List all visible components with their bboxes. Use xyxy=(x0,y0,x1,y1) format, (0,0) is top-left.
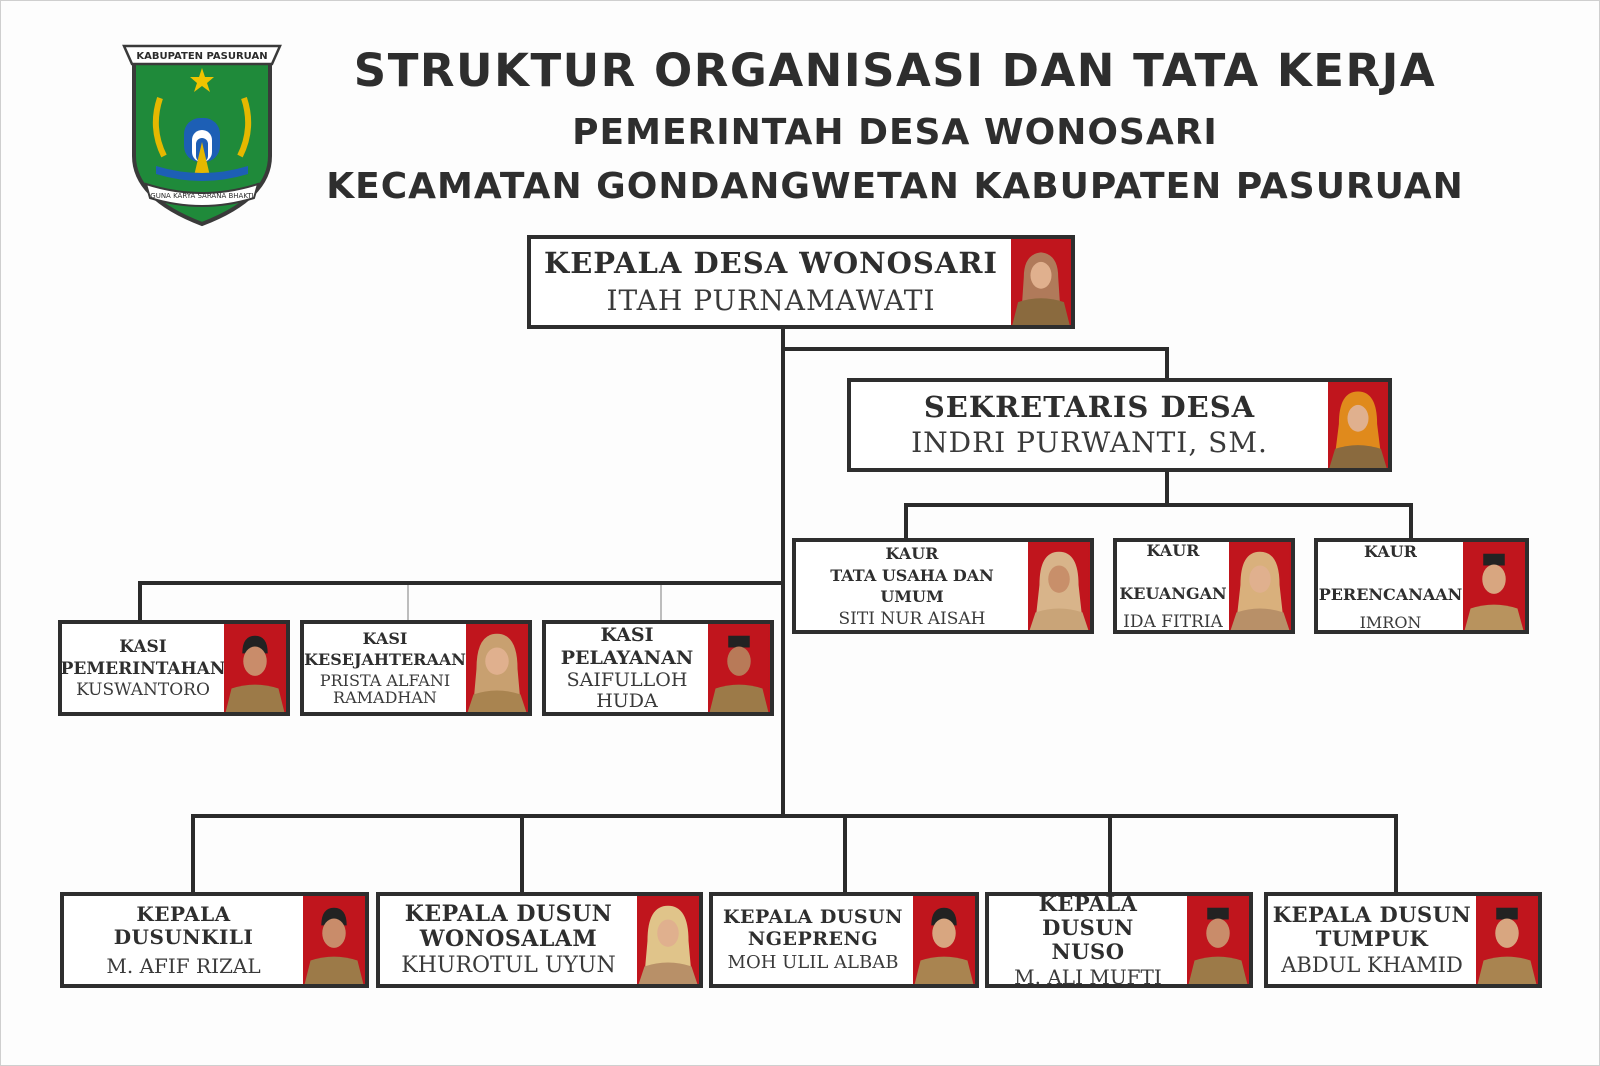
connector-kaur-1 xyxy=(904,503,908,541)
kasi-name-3: SAIFULLOH HUDA xyxy=(566,669,688,713)
kepala-dusun-name-2: KHUROTUL UYUN xyxy=(401,953,616,979)
kaur-name-3: IMRON xyxy=(1359,612,1422,632)
page-subtitle-district: KECAMATAN GONDANGWETAN KABUPATEN PASURUA… xyxy=(326,166,1464,207)
connector-to-sekretaris-v xyxy=(1165,347,1169,381)
kepala-dusun-card-2: KEPALA DUSUN WONOSALAM KHUROTUL UYUN xyxy=(376,892,703,988)
kepala-dusun-name-4: M. ALI MUFTI xyxy=(1014,965,1162,990)
kepala-desa-card: KEPALA DESA WONOSARI ITAH PURNAMAWATI xyxy=(527,235,1075,329)
kasi-name-1: KUSWANTORO xyxy=(76,680,210,701)
kepala-dusun-card-4: KEPALA DUSUN NUSO M. ALI MUFTI xyxy=(985,890,1253,990)
kaur-card-1: KAUR TATA USAHA DAN UMUM SITI NUR AISAH xyxy=(792,538,1094,634)
connector-kaur-3 xyxy=(1409,503,1413,541)
kepala-dusun-card-1: KEPALA DUSUNKILI M. AFIF RIZAL xyxy=(60,892,369,988)
kasi-role-3: KASI PELAYANAN xyxy=(560,623,694,669)
kepala-dusun-photo-4 xyxy=(1187,896,1249,984)
kepala-dusun-role-3: KEPALA DUSUN NGEPRENG xyxy=(722,906,904,951)
svg-text:KABUPATEN PASURUAN: KABUPATEN PASURUAN xyxy=(136,51,267,62)
sekretaris-desa-card: SEKRETARIS DESA INDRI PURWANTI, SM. xyxy=(847,378,1392,472)
kaur-name-2: IDA FITRIA xyxy=(1123,612,1223,633)
kaur-photo-2 xyxy=(1229,542,1291,630)
connector-kasi-2 xyxy=(407,585,409,623)
sekretaris-desa-name: INDRI PURWANTI, SM. xyxy=(911,426,1268,460)
connector-dusun-5 xyxy=(1394,814,1398,892)
regency-crest-icon: KABUPATEN PASURUAN GUNA KARYA SARANA BHA… xyxy=(122,44,282,227)
kepala-dusun-name-1: M. AFIF RIZAL xyxy=(106,954,261,978)
page-title: STRUKTUR ORGANISASI DAN TATA KERJA xyxy=(353,44,1437,97)
sekretaris-desa-role: SEKRETARIS DESA xyxy=(923,389,1256,424)
kepala-dusun-role-5: KEPALA DUSUN TUMPUK xyxy=(1272,902,1472,952)
kasi-card-1: KASI PEMERINTAHAN KUSWANTORO xyxy=(58,620,290,716)
kepala-dusun-card-5: KEPALA DUSUN TUMPUK ABDUL KHAMID xyxy=(1264,892,1542,988)
svg-text:GUNA KARYA SARANA BHAKTI: GUNA KARYA SARANA BHAKTI xyxy=(150,192,253,200)
kepala-dusun-card-3: KEPALA DUSUN NGEPRENG MOH ULIL ALBAB xyxy=(709,892,979,988)
kasi-photo-1 xyxy=(224,624,286,712)
kaur-name-1: SITI NUR AISAH xyxy=(838,609,986,630)
sekretaris-desa-photo xyxy=(1328,382,1388,468)
connector-kasi-3 xyxy=(660,585,662,623)
kaur-role-1: KAUR TATA USAHA DAN UMUM xyxy=(830,544,994,607)
kasi-photo-3 xyxy=(708,624,770,712)
kaur-card-3: KAUR PERENCANAAN IMRON xyxy=(1314,538,1529,634)
connector-dusun-3 xyxy=(843,814,847,892)
kaur-role-2: KAUR KEUANGAN xyxy=(1119,541,1227,604)
kepala-dusun-role-1: KEPALA DUSUNKILI xyxy=(113,902,254,949)
kepala-dusun-photo-5 xyxy=(1476,896,1538,984)
connector-sekretaris-down xyxy=(1165,468,1169,507)
kepala-dusun-name-5: ABDUL KHAMID xyxy=(1281,952,1463,977)
kepala-dusun-photo-2 xyxy=(637,896,699,984)
kepala-dusun-name-3: MOH ULIL ALBAB xyxy=(727,951,899,973)
connector-dusun-2 xyxy=(520,814,524,892)
kasi-role-2: KASI KESEJAHTERAAN xyxy=(304,629,466,669)
connector-dusun-h xyxy=(191,814,1398,818)
kasi-photo-2 xyxy=(466,624,528,712)
kasi-role-1: KASI PEMERINTAHAN xyxy=(60,637,226,680)
kaur-photo-3 xyxy=(1463,542,1525,630)
kepala-desa-role: KEPALA DESA WONOSARI xyxy=(544,245,998,280)
connector-kasi-h xyxy=(138,581,785,585)
connector-to-sekretaris-h xyxy=(781,347,1169,351)
connector-kasi-1 xyxy=(138,581,142,623)
kepala-desa-photo xyxy=(1011,239,1071,325)
kasi-card-3: KASI PELAYANAN SAIFULLOH HUDA xyxy=(542,620,774,716)
page-subtitle: PEMERINTAH DESA WONOSARI xyxy=(572,112,1218,153)
kepala-dusun-photo-1 xyxy=(303,896,365,984)
connector-main-vertical xyxy=(781,325,785,815)
kepala-dusun-photo-3 xyxy=(913,896,975,984)
kepala-desa-name: ITAH PURNAMAWATI xyxy=(606,284,936,318)
kaur-photo-1 xyxy=(1028,542,1090,630)
kasi-card-2: KASI KESEJAHTERAAN PRISTA ALFANI RAMADHA… xyxy=(300,620,532,716)
connector-kaur-h xyxy=(904,503,1413,507)
connector-dusun-1 xyxy=(191,814,195,892)
kepala-dusun-role-4: KEPALA DUSUN NUSO xyxy=(1038,890,1138,965)
kasi-name-2: PRISTA ALFANI RAMADHAN xyxy=(319,670,451,708)
kepala-dusun-role-2: KEPALA DUSUN WONOSALAM xyxy=(404,900,613,952)
kaur-role-3: KAUR PERENCANAAN xyxy=(1318,541,1463,604)
connector-dusun-4 xyxy=(1108,814,1112,892)
kaur-card-2: KAUR KEUANGAN IDA FITRIA xyxy=(1113,538,1295,634)
